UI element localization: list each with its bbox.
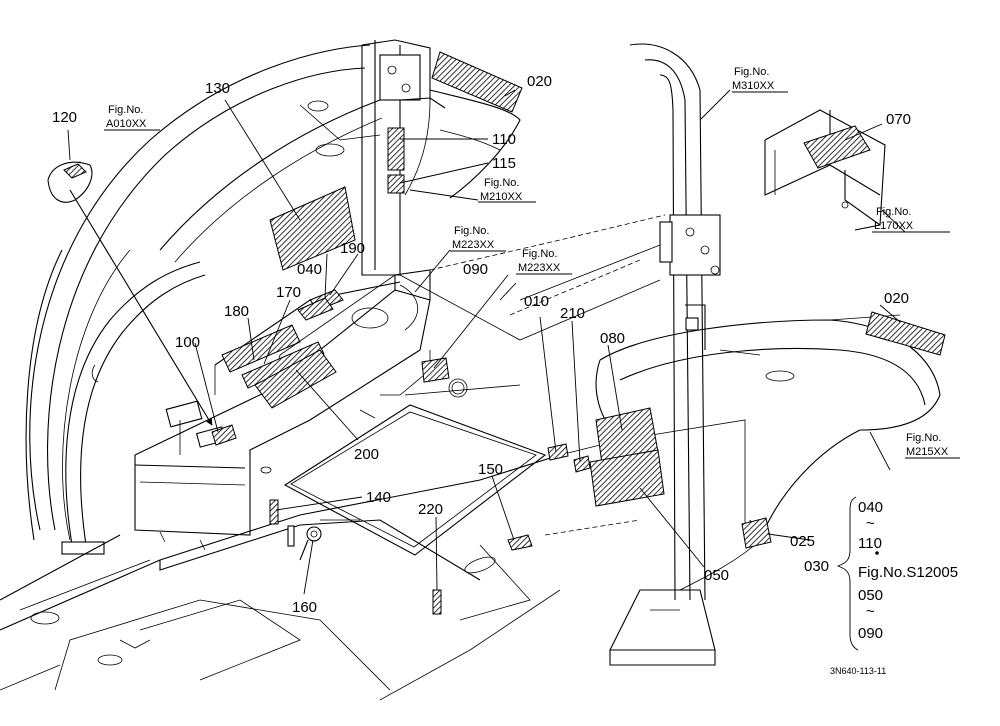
label-020-right: 020: [884, 290, 909, 307]
figure-references: Fig.No. A010XX Fig.No. M310XX Fig.No. M2…: [106, 66, 949, 458]
fig-a010-prefix: Fig.No.: [108, 104, 143, 116]
label-025: 025: [790, 533, 815, 550]
decal-100: [211, 424, 237, 446]
group-from-first: 040: [858, 499, 883, 516]
group-to-second: 090: [858, 625, 883, 642]
label-220: 220: [418, 501, 443, 518]
label-180: 180: [224, 303, 249, 320]
decal-020-top: [431, 51, 523, 113]
group-bracket: [836, 496, 859, 651]
decal-140: [269, 499, 279, 525]
fig-underlines: [104, 91, 960, 459]
group-tilde-second: ~: [866, 603, 875, 620]
label-090: 090: [463, 261, 488, 278]
label-020-top: 020: [527, 73, 552, 90]
decal-090: [421, 357, 450, 383]
fig-m310-prefix: Fig.No.: [734, 66, 769, 78]
label-160: 160: [292, 599, 317, 616]
fig-m215-code: M215XX: [906, 446, 949, 458]
fig-m215-prefix: Fig.No.: [906, 432, 941, 444]
decal-110: [387, 127, 405, 171]
label-080: 080: [600, 330, 625, 347]
label-200: 200: [354, 446, 379, 463]
decal-220: [432, 589, 442, 615]
group-ref: Fig.No.S12005: [858, 564, 958, 581]
label-140: 140: [366, 489, 391, 506]
label-070: 070: [886, 111, 911, 128]
label-030: 030: [804, 558, 829, 575]
leader-lines: [67, 89, 906, 595]
group-tilde-first: ~: [866, 515, 875, 532]
fig-m223b-prefix: Fig.No.: [522, 248, 557, 260]
decal-115: [387, 174, 405, 194]
label-050: 050: [704, 567, 729, 584]
decal-130: [269, 186, 356, 271]
label-170: 170: [276, 284, 301, 301]
label-115: 115: [492, 155, 516, 172]
fig-m223a-prefix: Fig.No.: [454, 225, 489, 237]
fig-a010-code: A010XX: [106, 118, 147, 130]
decal-040: [297, 297, 334, 321]
drawing-code: 3N640-113-11: [830, 666, 886, 676]
decal-150: [507, 534, 533, 551]
decal-050: [589, 449, 665, 507]
label-120: 120: [52, 109, 77, 126]
part-labels: 120 130 020 110 115 070 190 040 090 010 …: [52, 73, 911, 616]
decal-020-right: [865, 311, 946, 356]
fig-m223b-code: M223XX: [518, 262, 561, 274]
fig-m310-code: M310XX: [732, 80, 775, 92]
label-110: 110: [492, 131, 516, 148]
fig-m223a-code: M223XX: [452, 239, 495, 251]
group-note: 040 ~ 110 Fig.No.S12005 050 ~ 090: [858, 499, 958, 642]
decal-200: [254, 349, 337, 409]
decal-120-top: [63, 163, 87, 179]
label-010: 010: [524, 293, 549, 310]
label-040: 040: [297, 261, 322, 278]
label-150: 150: [478, 461, 503, 478]
decal-070: [803, 125, 871, 169]
fig-l170-prefix: Fig.No.: [876, 206, 911, 218]
decal-170: [241, 341, 325, 389]
label-130: 130: [205, 80, 230, 97]
decal-025: [741, 517, 772, 549]
label-100: 100: [175, 334, 200, 351]
decal-180: [221, 324, 301, 373]
fig-m210-prefix: Fig.No.: [484, 177, 519, 189]
decal-210: [573, 455, 591, 473]
fig-l170-code: L170XX: [874, 220, 914, 232]
group-to-first: 110: [858, 535, 882, 552]
decal-010: [547, 443, 569, 461]
label-210: 210: [560, 305, 585, 322]
fig-m210-code: M210XX: [480, 191, 523, 203]
label-190: 190: [340, 240, 365, 257]
decals: [47, 51, 946, 615]
group-from-second: 050: [858, 587, 883, 604]
